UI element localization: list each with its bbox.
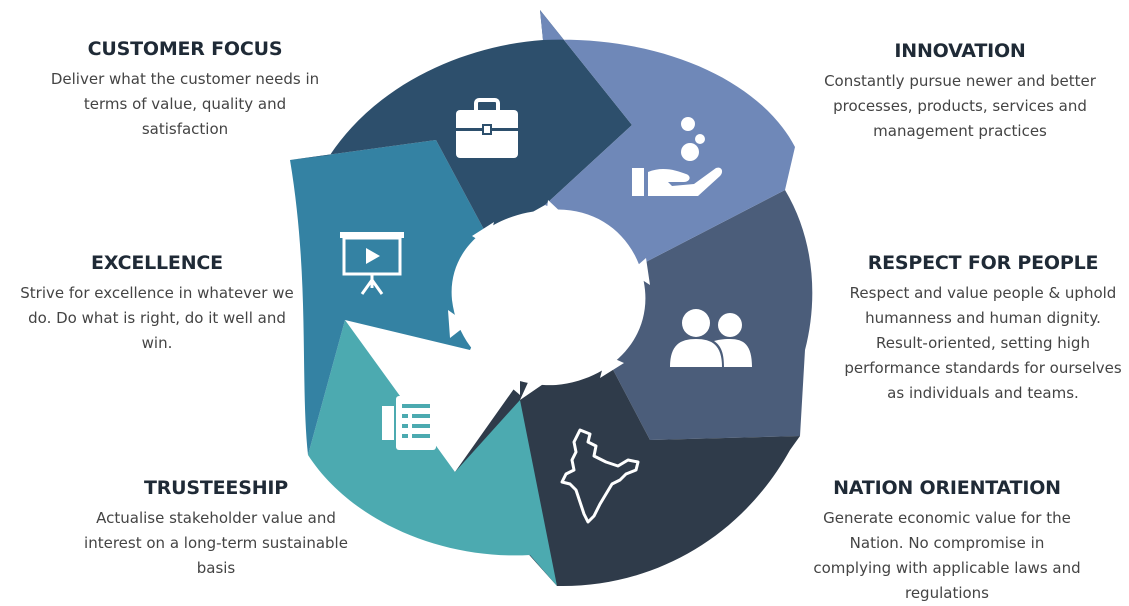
desc-line: do. Do what is right, do it well and [28,309,286,327]
desc-line: Strive for excellence in whatever we [20,284,294,302]
desc-line: win. [141,334,173,352]
value-respect-for-people: RESPECT FOR PEOPLE Respect and value peo… [838,252,1128,406]
value-description: Deliver what the customer needs in terms… [30,67,340,142]
value-nation-orientation: NATION ORIENTATION Generate economic val… [813,477,1081,606]
desc-line: Actualise stakeholder value and [96,509,336,527]
segment-trusteeship [308,320,557,586]
desc-line: Respect and value people & uphold [849,284,1117,302]
value-description: Generate economic value for the Nation. … [813,506,1081,606]
value-title: INNOVATION [894,40,1026,62]
value-trusteeship: TRUSTEESHIP Actualise stakeholder value … [80,477,352,581]
people-icon [670,309,752,367]
desc-line: Constantly pursue newer and better [824,72,1096,90]
value-customer-focus: CUSTOMER FOCUS Deliver what the customer… [30,38,340,142]
india-map-icon [560,428,640,524]
value-title: CUSTOMER FOCUS [87,38,283,60]
center-hub [451,209,646,386]
desc-line: Result-oriented, setting high [876,334,1090,352]
segment-innovation [540,10,795,265]
desc-line: Deliver what the customer needs in [50,70,320,88]
desc-line: processes, products, services and [833,97,1087,115]
value-title: RESPECT FOR PEOPLE [867,252,1099,274]
desc-line: management practices [873,122,1047,140]
value-title: NATION ORIENTATION [833,477,1061,499]
desc-line: regulations [904,584,989,602]
value-description: Constantly pursue newer and better proce… [815,69,1105,144]
segment-excellence [290,140,505,455]
value-excellence: EXCELLENCE Strive for excellence in what… [0,252,314,356]
value-title: TRUSTEESHIP [143,477,288,499]
value-description: Actualise stakeholder value and interest… [80,506,352,581]
value-innovation: INNOVATION Constantly pursue newer and b… [815,40,1105,144]
value-description: Respect and value people & uphold humann… [838,281,1128,406]
value-description: Strive for excellence in whatever we do.… [0,281,314,356]
document-icon [382,396,436,450]
value-title: EXCELLENCE [91,252,223,274]
presentation-board-icon [340,232,404,295]
desc-line: satisfaction [141,120,229,138]
desc-line: Generate economic value for the [823,509,1071,527]
desc-line: complying with applicable laws and [813,559,1081,577]
desc-line: interest on a long-term sustainable [84,534,348,552]
desc-line: humanness and human dignity. [865,309,1101,327]
briefcase-icon [456,98,518,158]
desc-line: terms of value, quality and [83,95,287,113]
desc-line: performance standards for ourselves [844,359,1122,377]
desc-line: basis [196,559,236,577]
desc-line: as individuals and teams. [887,384,1079,402]
desc-line: Nation. No compromise in [849,534,1045,552]
hand-bubbles-icon [632,117,723,196]
